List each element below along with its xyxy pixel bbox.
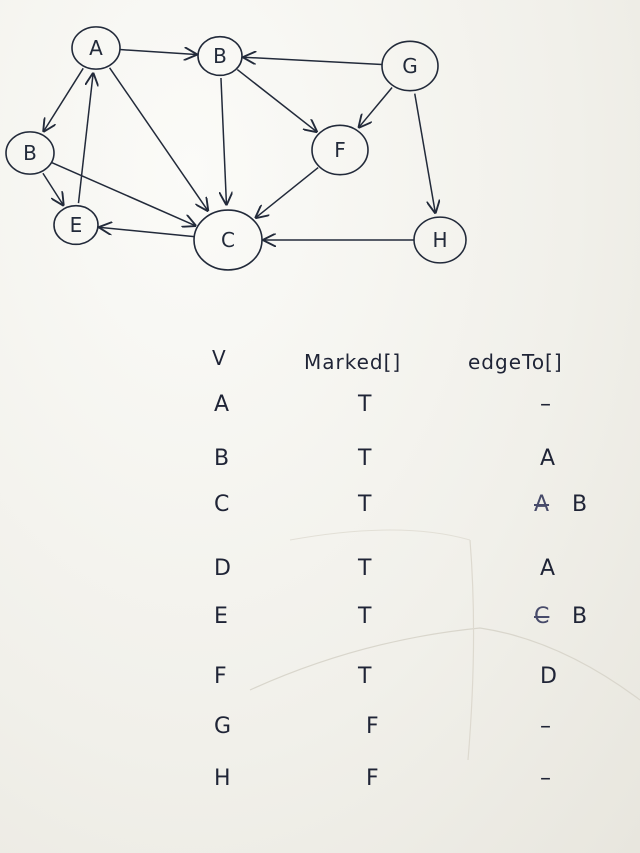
edgeto-cell: B — [572, 492, 588, 517]
vertex-cell: G — [214, 714, 232, 739]
edgeto-cell: – — [540, 392, 551, 417]
node-label: E — [70, 213, 83, 237]
edge-c-to-e — [100, 227, 195, 238]
marked-cell: F — [366, 766, 379, 791]
node-f: F — [311, 124, 369, 176]
edge-a-to-c — [108, 67, 208, 211]
marked-cell: T — [358, 492, 372, 517]
vertex-cell: A — [214, 392, 230, 417]
vertex-cell: F — [214, 664, 227, 689]
node-label: F — [334, 138, 346, 162]
marked-cell: F — [366, 714, 379, 739]
node-circle — [381, 40, 439, 92]
marked-cell: T — [358, 664, 372, 689]
node-circle — [53, 204, 99, 246]
node-label: G — [402, 54, 418, 78]
struck-edgeto-cell: C — [534, 604, 550, 629]
edge-b1-to-c — [221, 77, 226, 204]
edgeto-cell: A — [540, 556, 556, 581]
edge-b2-to-e — [42, 172, 63, 205]
edge-b1-to-f — [236, 68, 316, 132]
edgeto-cell: B — [572, 604, 588, 629]
marked-cell: T — [358, 604, 372, 629]
node-g: G — [381, 40, 439, 92]
node-circle — [71, 26, 121, 70]
edges-layer — [43, 50, 435, 240]
vertex-cell: B — [214, 446, 230, 471]
directed-graph: A B G B F E C H — [5, 26, 467, 271]
edgeto-cell: A — [540, 446, 556, 471]
marked-cell: T — [358, 556, 372, 581]
node-c: C — [193, 209, 263, 271]
node-label: C — [221, 228, 235, 252]
edgeto-cell: D — [540, 664, 557, 689]
vertex-cell: H — [214, 766, 231, 791]
edge-e-to-a — [77, 74, 93, 204]
marked-cell: T — [358, 446, 372, 471]
header-marked: Marked[] — [304, 350, 402, 374]
header-edgeto: edgeTo[] — [468, 350, 563, 374]
edgeto-cell: – — [540, 714, 551, 739]
nodes-layer: A B G B F E C H — [5, 26, 467, 271]
header-vertex: V — [212, 346, 227, 370]
edge-b2-to-c — [51, 161, 195, 226]
node-circle — [311, 124, 369, 176]
node-circle — [197, 35, 243, 77]
node-label: H — [432, 228, 447, 252]
node-circle — [5, 131, 55, 175]
node-e: E — [53, 204, 99, 246]
node-a: A — [71, 26, 121, 70]
node-label: B — [23, 141, 37, 165]
marked-cell: T — [358, 392, 372, 417]
struck-edgeto-cell: A — [534, 492, 550, 517]
node-label: A — [89, 36, 103, 60]
node-b2: B — [5, 131, 55, 175]
node-h: H — [413, 216, 467, 264]
vertex-cell: D — [214, 556, 231, 581]
node-circle — [193, 209, 263, 271]
edge-a-to-b1 — [119, 50, 196, 55]
node-b1: B — [197, 35, 243, 77]
vertex-cell: C — [214, 492, 230, 517]
edge-f-to-c — [256, 166, 319, 218]
edgeto-cell: – — [540, 766, 551, 791]
vertex-cell: E — [214, 604, 228, 629]
edge-g-to-f — [359, 87, 393, 127]
node-label: B — [213, 44, 227, 68]
edge-g-to-b1 — [244, 57, 383, 66]
edge-g-to-h — [414, 93, 435, 213]
edge-a-to-b2 — [44, 67, 84, 131]
node-circle — [413, 216, 467, 264]
